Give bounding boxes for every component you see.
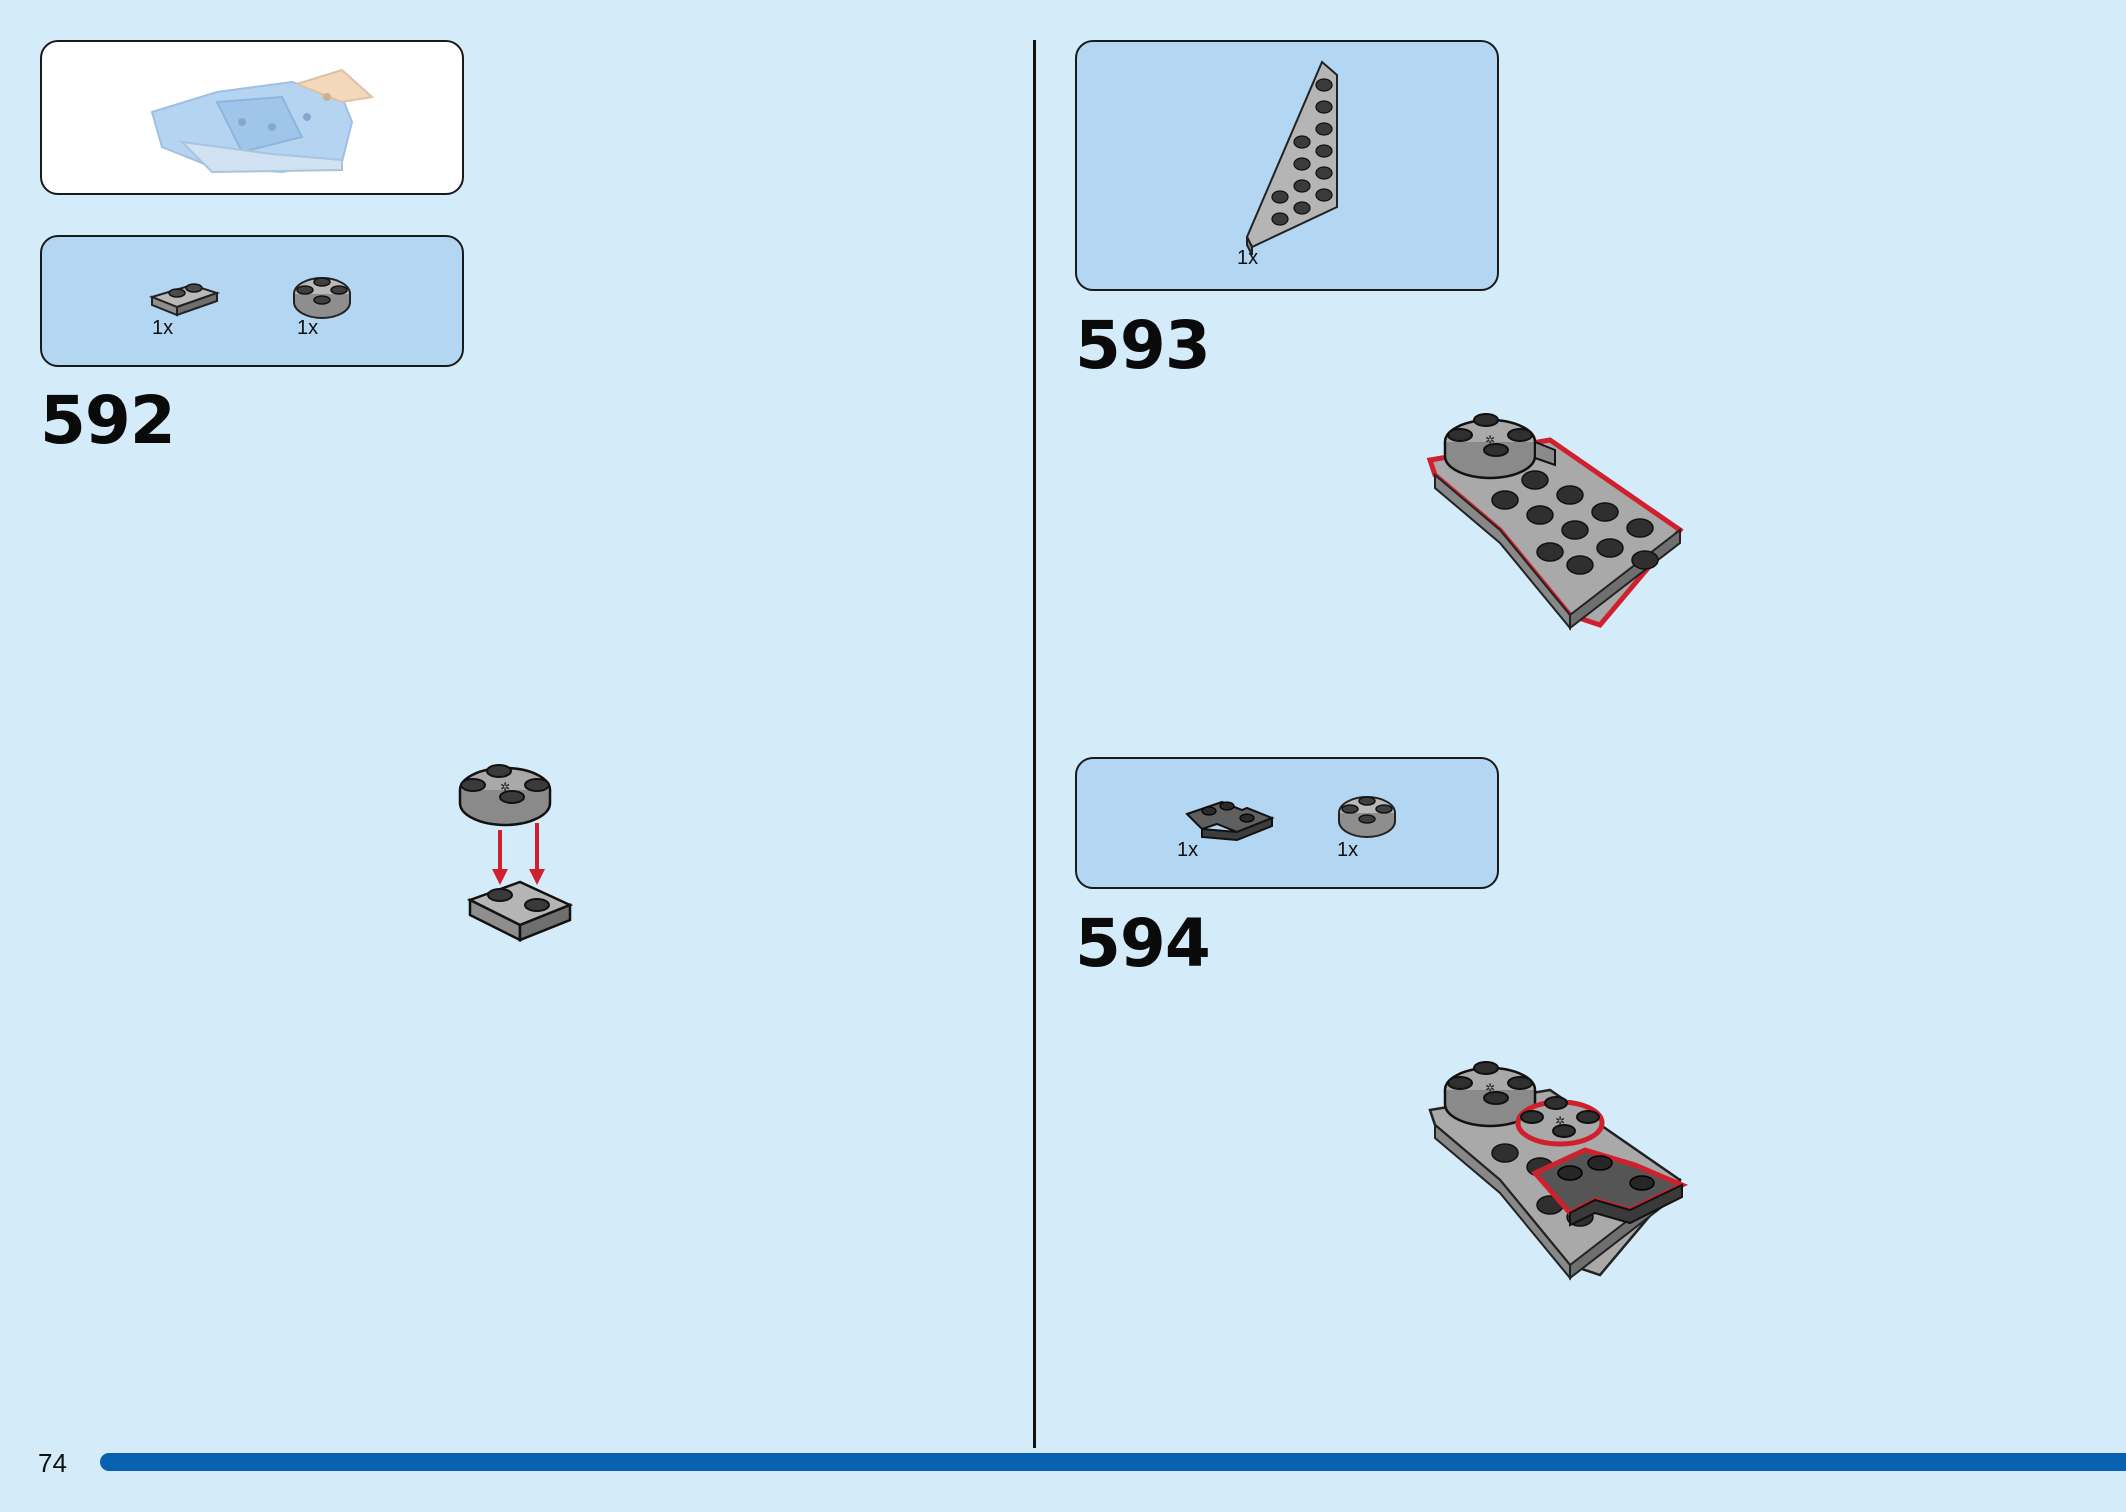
submodel-preview-image [150, 68, 375, 174]
page-number: 74 [38, 1448, 67, 1478]
part-round-plate-icon [1338, 796, 1396, 838]
submodel-preview-box [40, 40, 464, 195]
step-number: 594 [1075, 905, 1211, 982]
part-wedge-plate-icon [1245, 60, 1338, 256]
parts-list-step-593: 1x [1075, 40, 1499, 291]
step-number: 592 [40, 382, 176, 459]
part-quantity: 1x [1177, 839, 1199, 861]
svg-text:✲: ✲ [1485, 1081, 1495, 1095]
part-quantity: 1x [1337, 839, 1359, 861]
svg-text:✲: ✲ [1555, 1114, 1565, 1128]
page-divider [1033, 40, 1036, 1448]
svg-text:✲: ✲ [500, 780, 510, 794]
parts-list-step-594: 1x 1x [1075, 757, 1499, 889]
part-quantity: 1x [152, 317, 174, 339]
step-592-illustration: ✲ [458, 764, 574, 943]
progress-bar [100, 1453, 2126, 1471]
part-quantity: 1x [1237, 247, 1259, 269]
part-quantity: 1x [297, 317, 319, 339]
step-number: 593 [1075, 307, 1211, 384]
part-corner-plate-icon [1185, 800, 1275, 842]
parts-list-step-592: 1x 1x [40, 235, 464, 367]
part-round-plate-icon [293, 277, 351, 319]
step-594-illustration: ✲ ✲ [1428, 1061, 1689, 1281]
part-plate-1x2-icon [148, 283, 221, 317]
step-593-illustration: ✲ [1426, 413, 1684, 631]
svg-text:✲: ✲ [1485, 433, 1495, 447]
